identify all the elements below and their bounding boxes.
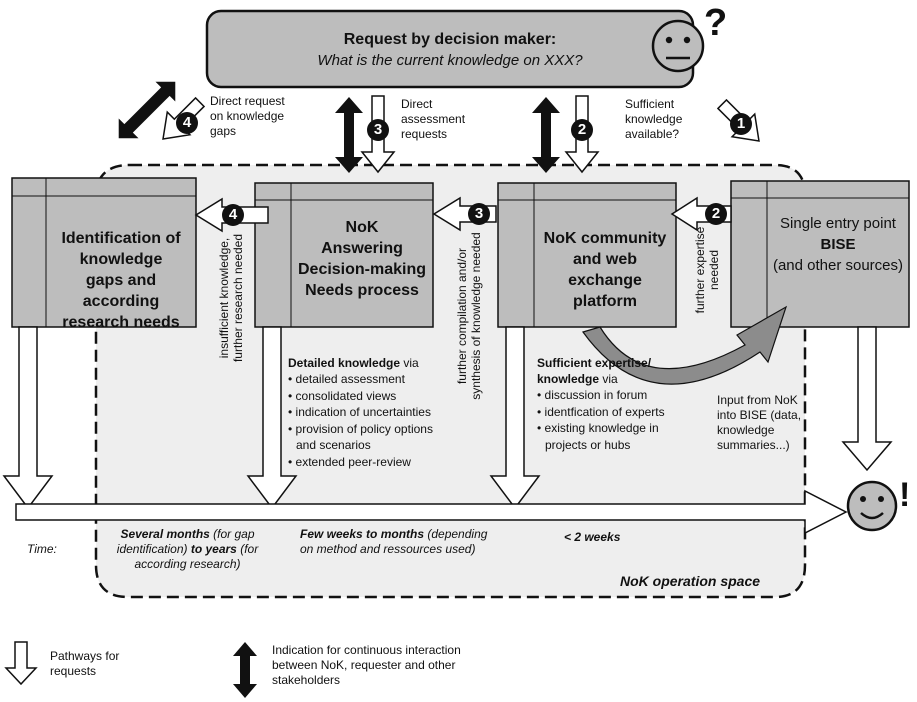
- further-expertise-label: further expertise needed: [693, 226, 721, 314]
- detailed-heading: Detailed knowledge: [288, 356, 401, 370]
- gaps-box-title: Identification of knowledge gaps and acc…: [61, 230, 181, 331]
- community-box-title: NoK community and web exchange platform: [543, 230, 667, 310]
- answering-box-title: NoK Answering Decision-making Needs proc…: [297, 219, 427, 299]
- bise-box-line2: BISE: [820, 236, 856, 253]
- bise-input-arrow: [582, 305, 788, 385]
- badge-1-top: 1: [730, 113, 752, 135]
- question-mark: ?: [704, 2, 728, 44]
- gaps-box: [11, 177, 197, 328]
- interaction-arrow-4: [118, 81, 176, 139]
- detailed-knowledge-block: Detailed knowledge via detailed assessme…: [288, 355, 468, 470]
- sufficient-expertise-block: Sufficient expertise/ knowledge via disc…: [537, 355, 707, 453]
- legend-interaction: Indication for continuous interaction be…: [272, 643, 461, 687]
- input-note: Input from NoK into BISE (data, knowledg…: [717, 393, 802, 452]
- detailed-list: detailed assessment consolidated views i…: [288, 371, 468, 470]
- timeline-arrow: [15, 489, 848, 535]
- bise-box: [730, 180, 910, 328]
- badge-2-top: 2: [571, 119, 593, 141]
- time-label: Time:: [27, 542, 57, 556]
- list-item: discussion in forum: [537, 387, 707, 404]
- badge-4-side: 4: [222, 204, 244, 226]
- community-box: [497, 182, 677, 328]
- interaction-arrow-2: [532, 97, 560, 173]
- request-box: [205, 9, 695, 89]
- interaction-arrow-3: [335, 97, 363, 173]
- legend-pathway-icon: [4, 641, 38, 686]
- request-title: Request by decision maker:: [343, 31, 557, 48]
- legend-pathways: Pathways for requests: [50, 649, 120, 678]
- request-subtitle: What is the current knowledge on XXX?: [317, 52, 583, 69]
- bise-box-line1: Single entry point: [780, 215, 896, 232]
- list-item: consolidated views: [288, 388, 468, 405]
- detailed-heading-rest: via: [400, 356, 419, 370]
- badge-3-top: 3: [367, 119, 389, 141]
- list-item: indication of uncertainties: [288, 404, 468, 421]
- list-item: existing knowledge in: [537, 420, 707, 437]
- bise-box-line3: (and other sources): [772, 257, 904, 274]
- direct-assessment-label: Direct assessment requests: [401, 97, 466, 141]
- badge-4-top: 4: [176, 112, 198, 134]
- list-item: identfication of experts: [537, 404, 707, 421]
- badge-3-side: 3: [468, 203, 490, 225]
- space-label: NoK operation space: [620, 573, 761, 589]
- down-arrow-gaps: [2, 326, 54, 510]
- time-col1: Several months (for gap identification) …: [116, 527, 259, 571]
- sufficient-heading-rest: via: [599, 372, 618, 386]
- sufficient-list: discussion in forum identfication of exp…: [537, 387, 707, 453]
- down-arrow-bise: [841, 326, 893, 472]
- down-arrow-community: [489, 326, 541, 510]
- answering-box: [254, 182, 434, 328]
- sufficient-knowledge-label: Sufficient knowledge available?: [625, 97, 683, 141]
- unhappy-face-icon: [651, 19, 705, 73]
- list-item: and scenarios: [296, 438, 371, 452]
- direct-request-label: Direct request on knowledge gaps: [210, 94, 285, 138]
- happy-face-icon: [846, 480, 898, 532]
- badge-2-side: 2: [705, 203, 727, 225]
- list-item: detailed assessment: [288, 371, 468, 388]
- time-col2: Few weeks to months (depending on method…: [300, 527, 488, 556]
- list-item: provision of policy options: [288, 421, 468, 438]
- legend-interaction-icon: [233, 642, 257, 698]
- list-item: projects or hubs: [545, 437, 631, 452]
- list-item: extended peer-review: [288, 454, 468, 471]
- sufficient-heading: Sufficient expertise/ knowledge: [537, 356, 652, 386]
- time-col3: < 2 weeks: [564, 530, 621, 544]
- happy-mark: !: [899, 476, 911, 514]
- insufficient-label: insufficient knowledge, further research…: [217, 233, 245, 363]
- down-arrow-answering: [246, 326, 298, 510]
